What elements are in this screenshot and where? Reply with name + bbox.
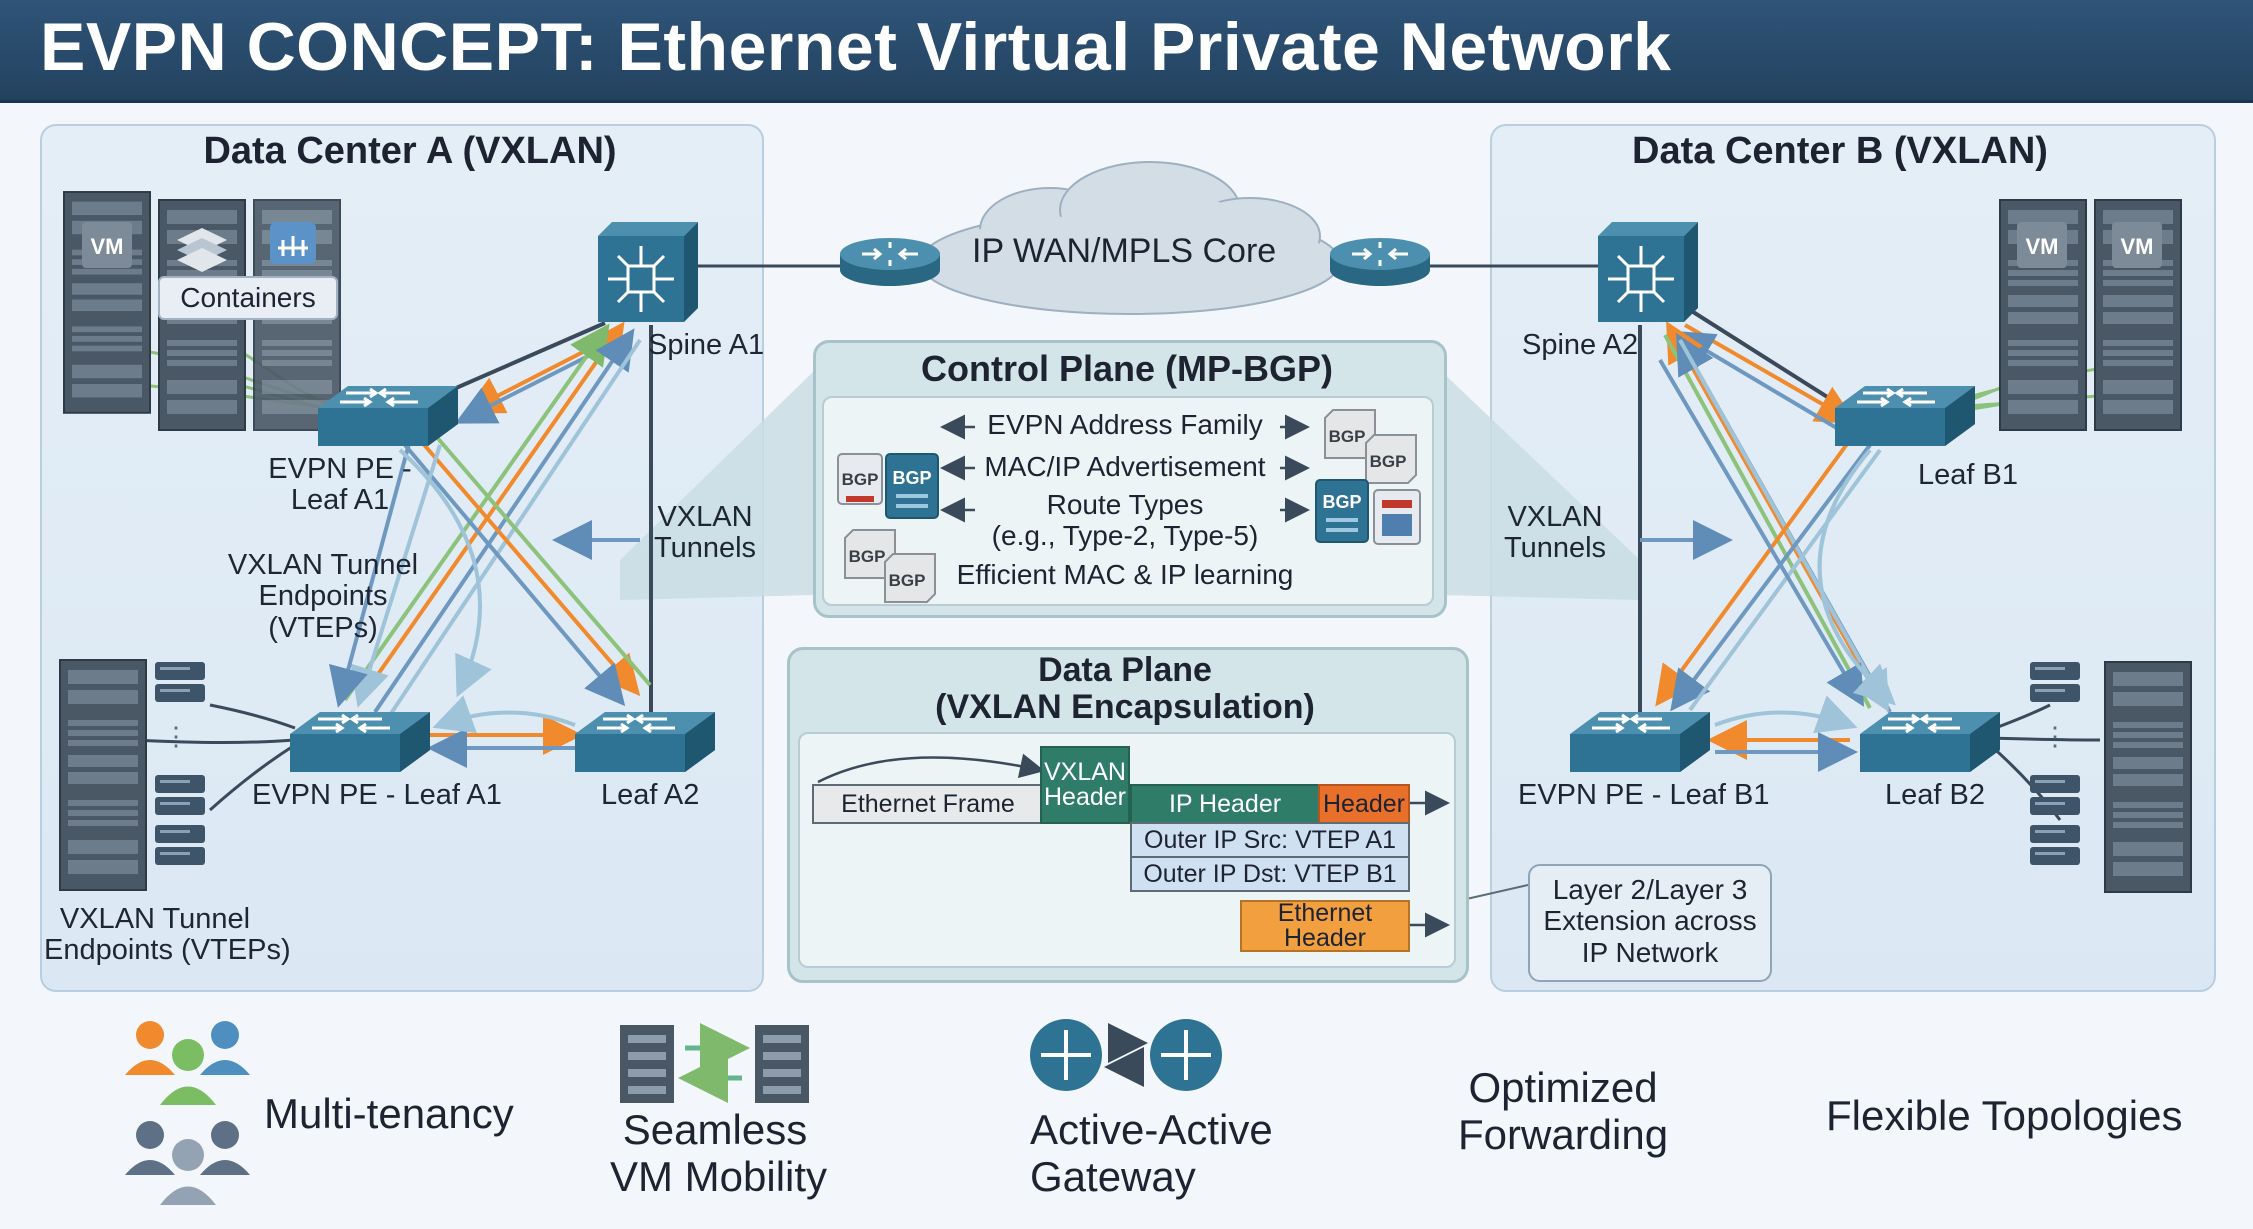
feature-active-active-gateway: Active-Active Gateway	[1030, 1106, 1273, 1201]
vtep-label: VXLAN Tunnel Endpoints (VTEPs)	[227, 549, 419, 644]
feature-vm-mobility: Seamless VM Mobility	[610, 1106, 828, 1201]
ip-header-segment: IP Header	[1130, 784, 1320, 824]
leaf-a2-label: Leaf A2	[601, 779, 700, 811]
ethernet-frame-segment: Ethernet Frame	[812, 784, 1044, 824]
wan-cloud-icon	[919, 161, 1341, 315]
vm-icon	[82, 222, 132, 268]
outer-ip-dst-segment: Outer IP Dst: VTEP B1	[1130, 856, 1410, 892]
svg-text:VM: VM	[2121, 234, 2154, 259]
data-plane-title: Data Plane (VXLAN Encapsulation)	[935, 651, 1315, 727]
bgp-icon: BGP	[837, 453, 883, 505]
bgp-icon: BGP	[885, 453, 939, 519]
vm-icon	[2112, 222, 2162, 268]
header-segment: Header	[1318, 784, 1410, 824]
evpn-pe-leaf-a1-top-label: EVPN PE - Leaf A1	[268, 453, 412, 517]
spine-a2-label: Spine A2	[1522, 329, 1639, 361]
vm-icon	[2017, 222, 2067, 268]
svg-text:VM: VM	[91, 234, 124, 259]
feature-multi-tenancy: Multi-tenancy	[264, 1090, 514, 1137]
svg-text:BGP: BGP	[892, 468, 931, 488]
data-center-b-title: Data Center B (VXLAN)	[1632, 130, 2048, 172]
people-icon	[125, 1021, 250, 1205]
page-title: EVPN CONCEPT: Ethernet Virtual Private N…	[40, 9, 1672, 85]
control-plane-title: Control Plane (MP-BGP)	[921, 348, 1333, 389]
leaf-b2-label: Leaf B2	[1885, 779, 1985, 811]
l2-l3-extension-callout: Layer 2/Layer 3 Extension across IP Netw…	[1528, 864, 1772, 982]
leaf-b1-label: Leaf B1	[1918, 459, 2018, 491]
bgp-icon: BGP	[1315, 479, 1369, 543]
cluster-icon	[270, 222, 316, 264]
containers-icon	[177, 228, 227, 272]
server-migration-icon	[620, 1023, 809, 1103]
spine-a1-label: Spine A1	[648, 329, 765, 361]
svg-text:BGP: BGP	[842, 470, 879, 489]
vxlan-tunnels-a-label: VXLAN Tunnels	[653, 501, 757, 565]
outer-ip-src-segment: Outer IP Src: VTEP A1	[1130, 822, 1410, 858]
title-bar	[0, 0, 2253, 103]
data-center-a-title: Data Center A (VXLAN)	[203, 130, 617, 172]
wan-label: IP WAN/MPLS Core	[972, 232, 1277, 270]
ethernet-header-segment: Ethernet Header	[1240, 900, 1410, 952]
svg-text:BGP: BGP	[1322, 492, 1361, 512]
router-pair-icon	[1030, 1019, 1222, 1091]
control-plane-row: MAC/IP Advertisement	[984, 451, 1266, 482]
containers-label: Containers	[158, 276, 338, 320]
evpn-pe-leaf-b1-label: EVPN PE - Leaf B1	[1518, 779, 1770, 811]
svg-text:VM: VM	[2026, 234, 2059, 259]
vxlan-header-segment: VXLAN Header	[1040, 746, 1130, 824]
svg-text:⋮: ⋮	[2042, 721, 2068, 751]
evpn-pe-leaf-a1-bottom-label: EVPN PE - Leaf A1	[252, 779, 502, 811]
control-plane-row: Route Types (e.g., Type-2, Type-5)	[991, 489, 1259, 551]
control-plane-row: Efficient MAC & IP learning	[956, 559, 1294, 590]
vxlan-tunnels-b-label: VXLAN Tunnels	[1503, 501, 1607, 565]
svg-text:⋮: ⋮	[163, 721, 189, 751]
feature-optimized-forwarding: Optimized Forwarding	[1458, 1064, 1669, 1159]
database-icon	[1373, 489, 1421, 545]
control-plane-row: EVPN Address Family	[987, 409, 1263, 440]
feature-flexible-topologies: Flexible Topologies	[1826, 1092, 2183, 1139]
